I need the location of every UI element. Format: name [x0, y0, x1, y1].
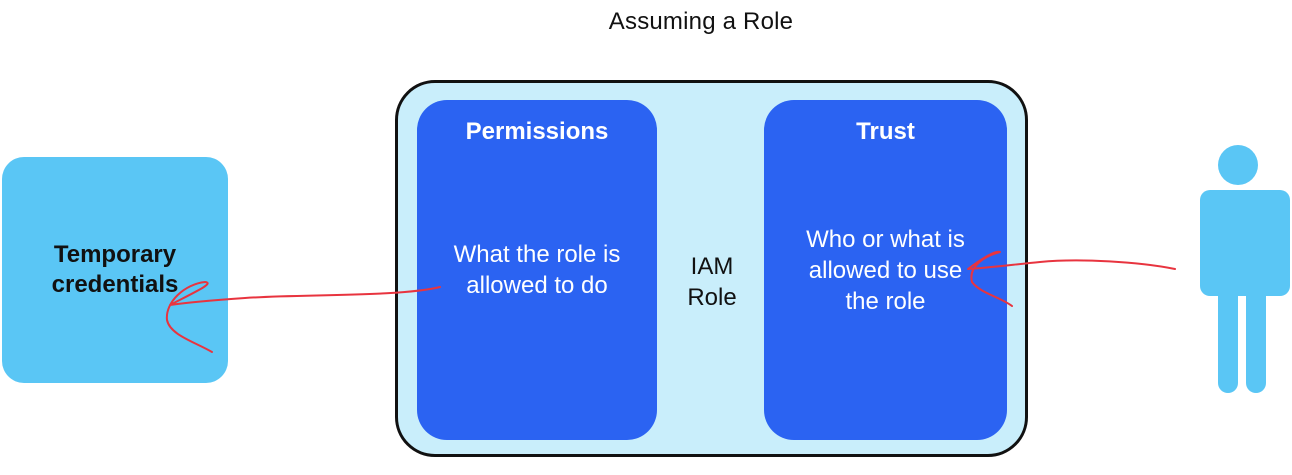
permissions-box — [417, 100, 657, 440]
trust-line-3: the role — [845, 288, 926, 315]
temporary-credentials-box — [2, 157, 228, 383]
temporary-credentials-label: Temporary credentials — [2, 240, 228, 300]
permissions-line-2: allowed to do — [466, 272, 608, 299]
iam-role-label: IAM Role — [660, 251, 764, 313]
permissions-to-credentials-annotation — [165, 281, 441, 353]
diagram-title: Assuming a Role — [608, 8, 794, 35]
person-to-trust-annotation — [967, 250, 1176, 307]
trust-box — [764, 100, 1007, 440]
trust-line-1: Who or what is — [806, 226, 965, 253]
role-label-line-2: Role — [687, 284, 737, 311]
permissions-heading: Permissions — [465, 118, 609, 145]
permissions-line-1: What the role is — [453, 241, 621, 268]
permissions-description: What the role is allowed to do — [417, 239, 657, 301]
role-label-line-1: IAM — [690, 253, 734, 280]
trust-description: Who or what is allowed to use the role — [764, 224, 1007, 317]
credentials-line-1: Temporary — [53, 241, 177, 268]
trust-heading: Trust — [856, 118, 915, 145]
credentials-line-2: credentials — [51, 271, 179, 298]
person-icon — [1200, 145, 1290, 393]
trust-line-2: allowed to use — [808, 257, 963, 284]
